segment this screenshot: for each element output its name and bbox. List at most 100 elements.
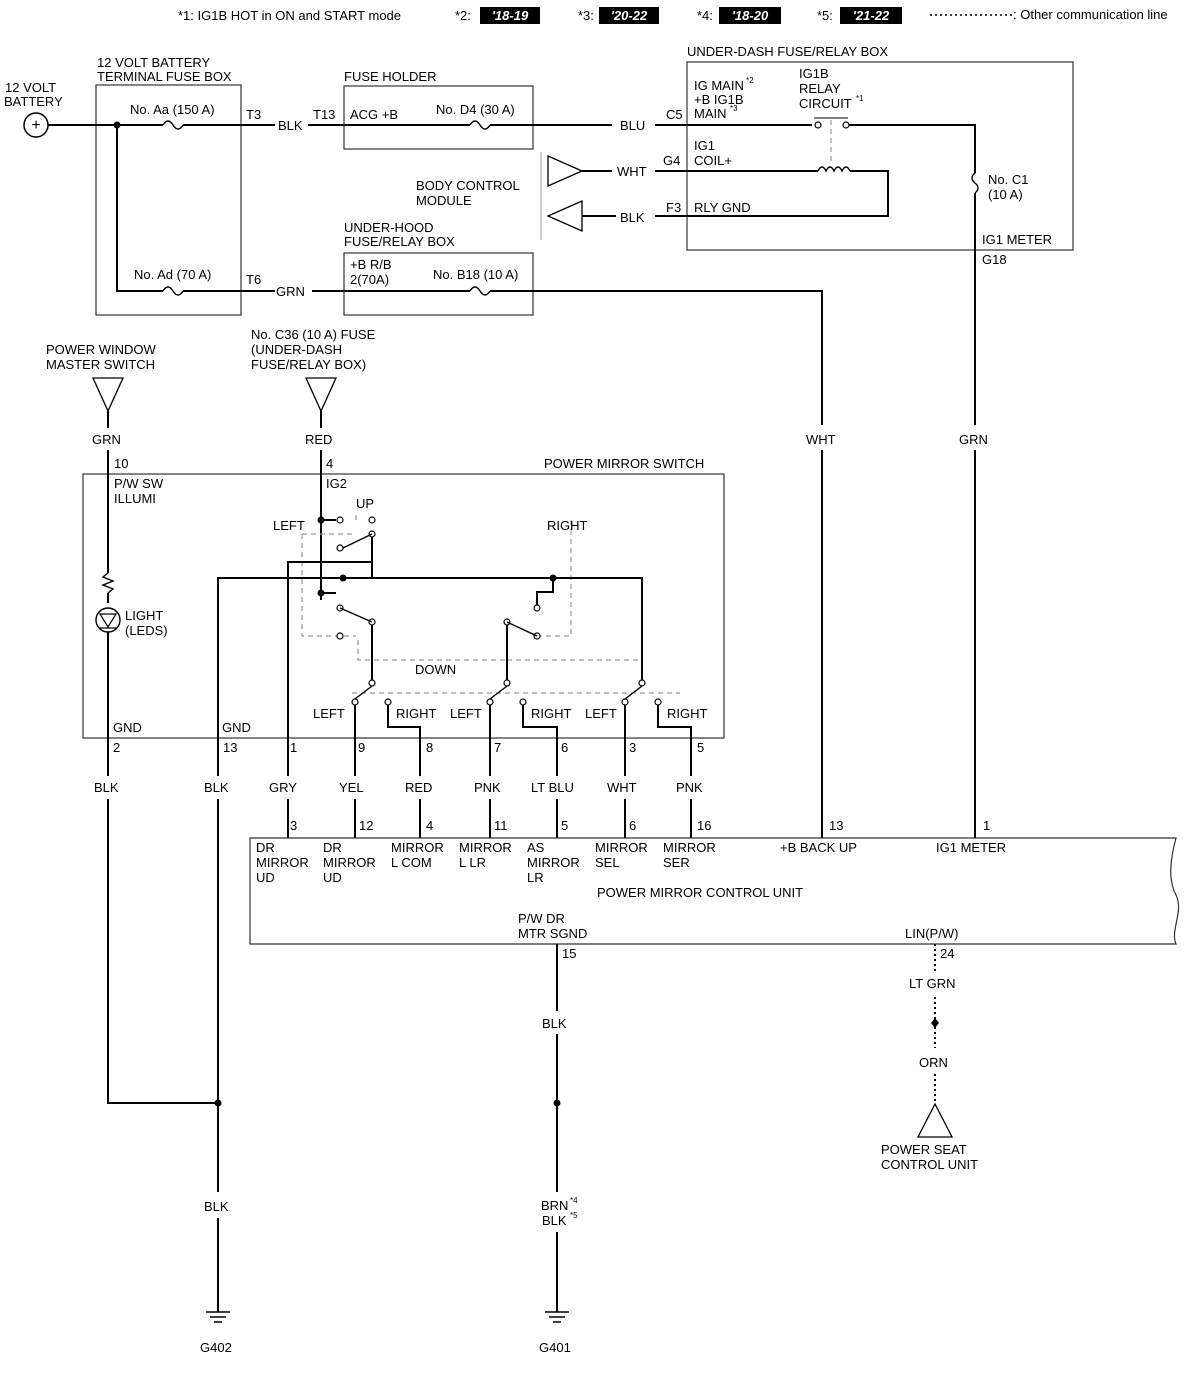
- cu-pin-6: 6: [629, 818, 636, 833]
- wire-label-brn-sup: *4: [570, 1196, 578, 1205]
- fuse-ad-icon: [162, 286, 184, 296]
- switch-contact: [368, 516, 376, 524]
- selector-arm: [354, 685, 373, 700]
- terminal-g4: G4: [663, 153, 680, 168]
- switch-linkage-dashed: [301, 513, 680, 694]
- cu-dr-ud-1a: DR: [256, 840, 275, 855]
- legend-note-5-label: *5:: [817, 8, 833, 23]
- wire-label-blk-alt-sup: *5: [570, 1211, 578, 1220]
- junction-sgnd: [553, 1099, 561, 1107]
- legend-note-3-year: '20-22: [611, 8, 648, 23]
- under-hood-title-2: FUSE/RELAY BOX: [344, 234, 455, 249]
- fuse-holder-box: [343, 85, 534, 150]
- wire-coil-return: [655, 170, 889, 217]
- cu-as-lr-c: LR: [527, 870, 544, 885]
- rly-gnd-label: RLY GND: [694, 200, 751, 215]
- battery-label-1: 12 VOLT: [5, 80, 56, 95]
- switch-contact: [336, 516, 344, 524]
- wire-label-blk-t3: BLK: [278, 118, 303, 133]
- selector-contact: [384, 698, 392, 706]
- switch-right-label: RIGHT: [547, 518, 588, 533]
- cu-pin-1: 1: [983, 818, 990, 833]
- mirror-switch-pin-9: 9: [358, 740, 365, 755]
- bcm-output-triangle-icon: [547, 155, 584, 187]
- gnd-label-2: GND: [222, 720, 251, 735]
- cu-pin-16: 16: [697, 818, 711, 833]
- selector-contact: [638, 679, 646, 687]
- selector-contact: [368, 679, 376, 687]
- mirror-switch-pin-8: 8: [426, 740, 433, 755]
- cu-sgnd-label-1: P/W DR: [518, 911, 565, 926]
- bcm-label-1: BODY CONTROL: [416, 178, 520, 193]
- under-hood-fuse-box: [343, 252, 534, 316]
- rb-label-1: +B R/B: [350, 257, 392, 272]
- wire-label-blk-pin2: BLK: [94, 780, 119, 795]
- ground-g402-label: G402: [200, 1340, 232, 1355]
- selector-contact: [519, 698, 527, 706]
- wire-label-yel: YEL: [339, 780, 364, 795]
- selector-left-3: LEFT: [585, 706, 617, 721]
- cu-pin-3: 3: [290, 818, 297, 833]
- relay-sup: *1: [856, 94, 864, 103]
- pw-master-label-2: MASTER SWITCH: [46, 357, 155, 372]
- cu-dr-ud-1c: UD: [256, 870, 275, 885]
- fuse-b18-icon: [469, 286, 491, 296]
- cu-dr-ud-2c: UD: [323, 870, 342, 885]
- wire-b18-to-backup: [490, 290, 823, 425]
- terminal-fuse-box-title-1: 12 VOLT BATTERY: [97, 55, 211, 70]
- wire-label-ltgrn: LT GRN: [909, 976, 955, 991]
- lin-connector-icon: [931, 1018, 939, 1028]
- terminal-t6: T6: [246, 272, 261, 287]
- selector-contact: [486, 698, 494, 706]
- mirror-switch-pin-7: 7: [494, 740, 501, 755]
- ground-g402-icon: [206, 1311, 230, 1323]
- gnd-label-1: GND: [113, 720, 142, 735]
- legend-badge-5: [840, 7, 902, 24]
- mirror-switch-pin-1: 1: [290, 740, 297, 755]
- relay-label-2: RELAY: [799, 81, 841, 96]
- ig1-coil-label-2: COIL+: [694, 153, 732, 168]
- pw-master-triangle-icon: [91, 377, 125, 413]
- selector-contact: [654, 698, 662, 706]
- ig1-coil-label-1: IG1: [694, 138, 715, 153]
- cu-l-com-b: L COM: [391, 855, 432, 870]
- wire-to-fuse-ad: [116, 125, 163, 292]
- junction-gnd: [214, 1099, 222, 1107]
- cu-dr-ud-1b: MIRROR: [256, 855, 309, 870]
- wire-label-blk-gnd: BLK: [620, 210, 645, 225]
- ig1-meter-label: IG1 METER: [982, 232, 1052, 247]
- cu-ig1-meter-label: IG1 METER: [936, 840, 1006, 855]
- selector-arm: [489, 685, 508, 700]
- cu-pin-24: 24: [940, 946, 954, 961]
- selector-contact: [621, 698, 629, 706]
- wire-label-wht-pin3: WHT: [607, 780, 637, 795]
- fuse-b18-label: No. B18 (10 A): [433, 267, 518, 282]
- switch-arm: [506, 621, 538, 637]
- junction-bus-1: [339, 574, 347, 582]
- legend-note-4-label: *4:: [697, 8, 713, 23]
- c36-label-1: No. C36 (10 A) FUSE: [251, 327, 376, 342]
- cu-ser-a: MIRROR: [663, 840, 716, 855]
- mirror-switch-pin-10: 10: [114, 456, 128, 471]
- cu-pin-11: 11: [494, 818, 508, 833]
- switch-contact: [336, 632, 344, 640]
- cu-l-com-a: MIRROR: [391, 840, 444, 855]
- selector-contact: [503, 679, 511, 687]
- cu-pin-15: 15: [562, 946, 576, 961]
- light-label-2: (LEDS): [125, 623, 168, 638]
- cu-sel-b: SEL: [595, 855, 620, 870]
- wire-red-pin8: [387, 705, 421, 776]
- wire-label-grn-meter: GRN: [959, 432, 988, 447]
- c36-label-3: FUSE/RELAY BOX): [251, 357, 366, 372]
- selector-right-2: RIGHT: [531, 706, 572, 721]
- fuse-d4-label: No. D4 (30 A): [436, 102, 515, 117]
- relay-coil-icon: [817, 166, 851, 173]
- c36-triangle-icon: [304, 377, 338, 413]
- relay-contact-right: [842, 121, 850, 129]
- legend-badge-3: [599, 7, 659, 24]
- switch-arm: [339, 607, 373, 623]
- cu-pin-12: 12: [359, 818, 373, 833]
- legend-note-5-year: '21-22: [853, 8, 890, 23]
- mirror-switch-pin-5: 5: [697, 740, 704, 755]
